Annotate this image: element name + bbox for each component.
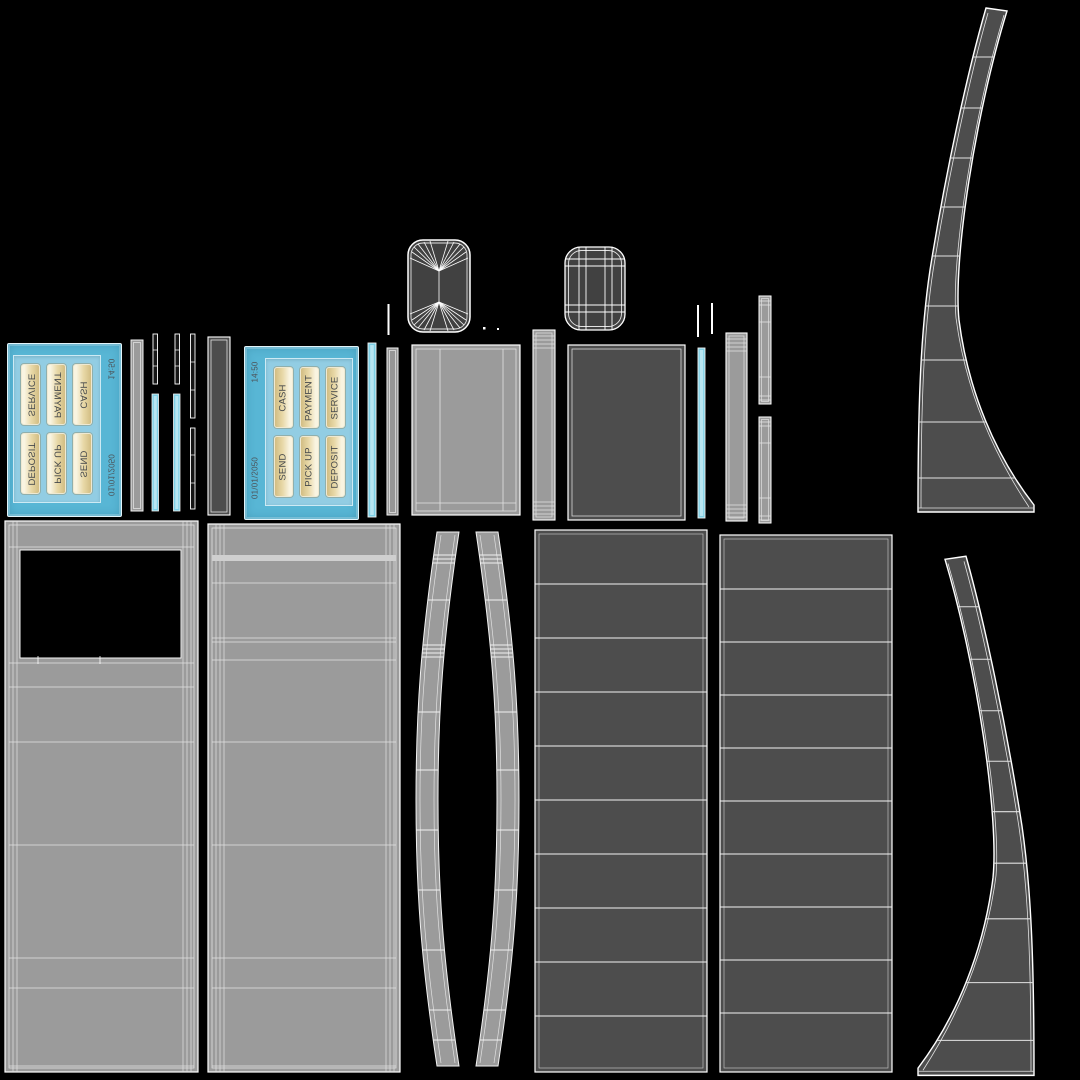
uv-rounded-slot-grid — [564, 246, 626, 331]
screen-date: 01/01/2050 — [250, 456, 260, 500]
uv-edge-strip-2 — [386, 347, 399, 516]
uv-thin-strip-2 — [174, 333, 180, 385]
screen-button-panel: CASH PAYMENT SERVICE SEND PICK UP DEPOSI… — [13, 355, 101, 503]
send-button: SEND — [273, 436, 293, 497]
uv-front-panel-screen-cutout — [4, 520, 199, 1073]
deposit-button: DEPOSIT — [325, 436, 345, 497]
uv-sliver-3 — [711, 303, 713, 334]
uv-ladder-strip-2 — [725, 332, 748, 522]
screen-time: 14:50 — [106, 358, 116, 380]
cash-button: CASH — [73, 364, 93, 425]
uv-panel-box — [411, 344, 521, 516]
uv-side-trim-arc-right — [467, 532, 527, 1066]
uv-cyan-strip-4 — [697, 347, 706, 519]
pickup-button: PICK UP — [47, 433, 67, 494]
screen-time: 14:50 — [250, 361, 260, 383]
uv-cyan-strip-3 — [367, 342, 377, 518]
screen-button-panel: CASH PAYMENT SERVICE SEND PICK UP DEPOSI… — [265, 358, 353, 506]
screen-texture: 14:50 01/01/2050 CASH PAYMENT SERVICE SE… — [244, 346, 359, 520]
payment-button: PAYMENT — [47, 364, 67, 425]
service-button: SERVICE — [21, 364, 41, 425]
uv-front-panel-lower — [207, 523, 401, 1073]
uv-edge-strip-1 — [130, 339, 144, 512]
uv-cyan-strip-2 — [173, 393, 181, 512]
uv-thin-strip-1 — [152, 333, 158, 385]
uv-short-strip-2 — [758, 416, 772, 524]
uv-sliver-2 — [697, 305, 699, 337]
cash-button: CASH — [273, 367, 293, 428]
send-button: SEND — [73, 433, 93, 494]
uv-dot-2 — [497, 328, 499, 330]
uv-screen-hole — [19, 549, 182, 659]
uv-sliver-1 — [387, 304, 390, 335]
uv-back-panel-1 — [534, 529, 708, 1073]
pickup-button: PICK UP — [299, 436, 319, 497]
payment-button: PAYMENT — [299, 367, 319, 428]
uv-rounded-slot-fan — [407, 239, 471, 333]
uv-dark-strip — [207, 336, 231, 516]
uv-side-profile-bottom — [907, 556, 1042, 1075]
uv-side-profile-top — [910, 8, 1045, 512]
uv-side-trim-arc-left — [408, 532, 468, 1066]
deposit-button: DEPOSIT — [21, 433, 41, 494]
uv-short-strip-1 — [758, 295, 772, 405]
uv-dark-panel-small — [567, 344, 686, 521]
screen-texture-mirrored: 14:50 01/01/2050 CASH PAYMENT SERVICE SE… — [7, 343, 122, 517]
uv-thin-strip-3 — [190, 333, 196, 510]
service-button: SERVICE — [325, 367, 345, 428]
uv-dot-1 — [483, 327, 486, 330]
uv-cyan-strip-1 — [151, 393, 159, 512]
uv-back-panel-2 — [719, 534, 893, 1073]
uv-ladder-strip-1 — [532, 329, 556, 521]
screen-date: 01/01/2050 — [106, 453, 116, 497]
uv-light-band — [212, 555, 396, 561]
